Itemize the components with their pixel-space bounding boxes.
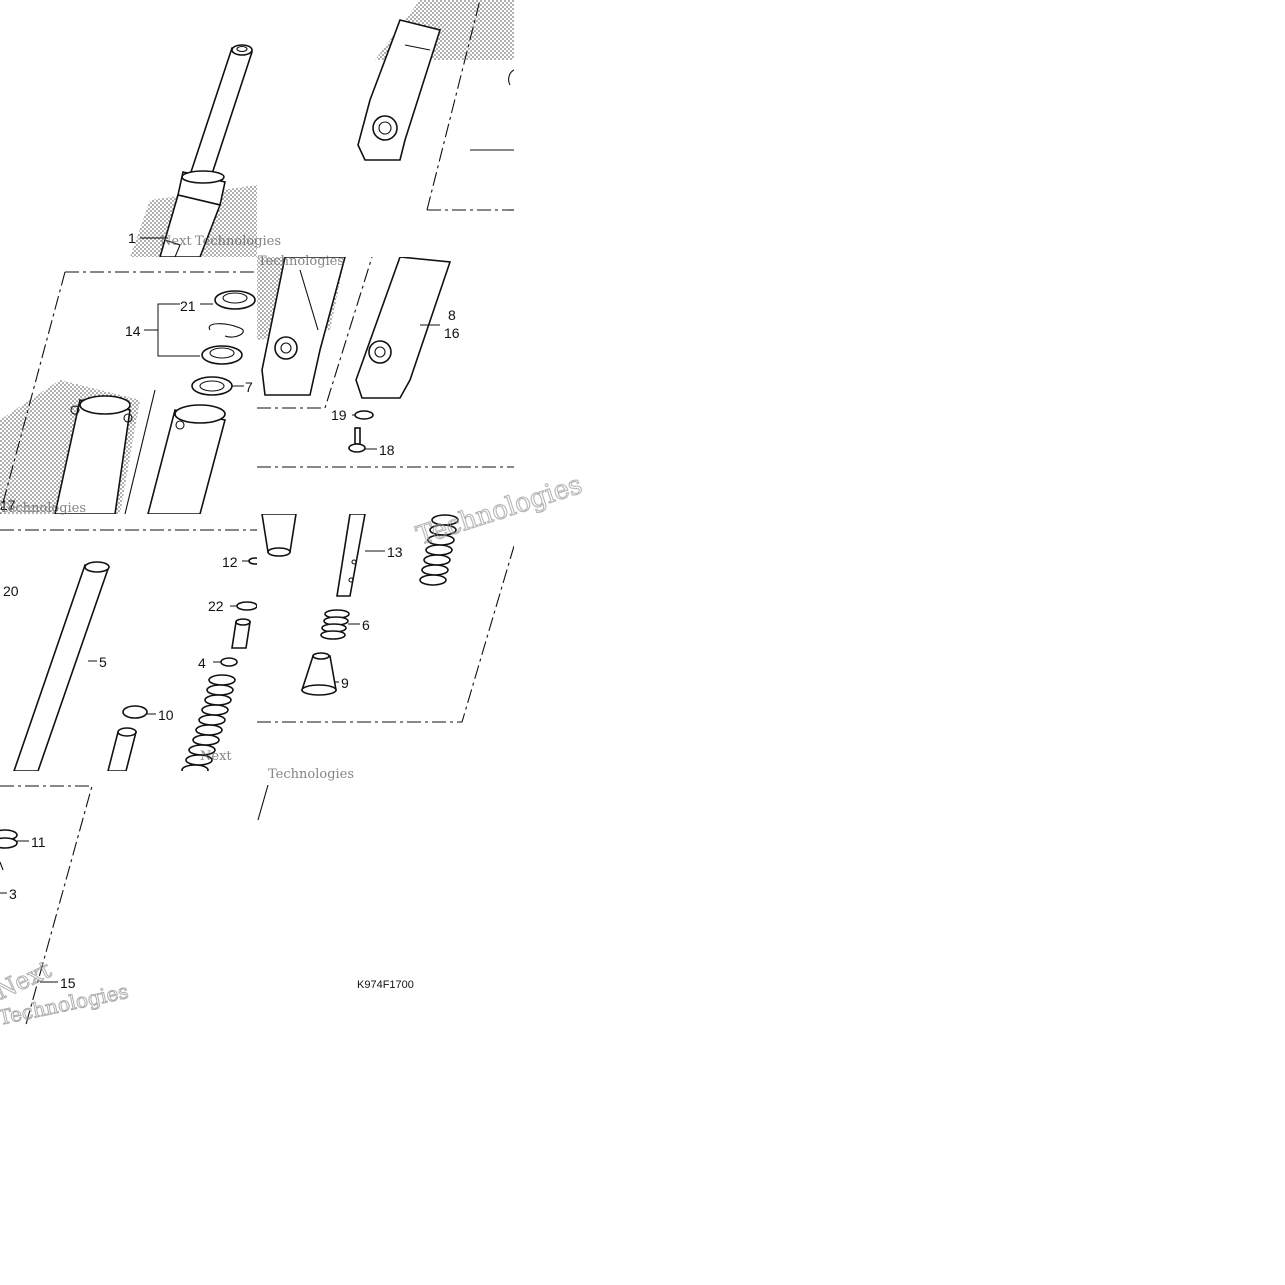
- callout-5: 5: [99, 654, 107, 670]
- callout-4: 4: [198, 655, 206, 671]
- callout-16: 16: [444, 325, 460, 341]
- drawing-code: K974F1700: [357, 979, 414, 991]
- callout-7: 7: [245, 379, 253, 395]
- callout-12: 12: [222, 554, 238, 570]
- tile-lower-left: [0, 529, 257, 771]
- svg-text:Next: Next: [160, 234, 192, 249]
- fork-spring-right: [419, 514, 459, 586]
- callout-19: 19: [331, 407, 347, 423]
- tile-middle-left: [0, 271, 257, 514]
- callout-18: 18: [379, 442, 395, 458]
- svg-text:Technologies: Technologies: [258, 254, 344, 269]
- callout-15: 15: [60, 975, 76, 991]
- callout-9: 9: [341, 675, 349, 691]
- callout-11: 11: [31, 834, 46, 850]
- callout-17: 17: [0, 497, 16, 513]
- tile-bottom-right: [257, 784, 269, 821]
- tile-top-right: [357, 0, 514, 211]
- callout-14: 14: [125, 323, 141, 339]
- tile-top-left: FR.: [130, 44, 315, 257]
- callout-10: 10: [158, 707, 174, 723]
- callout-22: 22: [208, 598, 224, 614]
- callout-8: 8: [448, 307, 456, 323]
- tile-middle-right: [257, 257, 514, 468]
- tile-lower-right: [257, 514, 514, 723]
- callout-20: 20: [3, 583, 19, 599]
- callout-13: 13: [387, 544, 403, 560]
- callout-1: 1: [128, 230, 136, 246]
- callout-6: 6: [362, 617, 370, 633]
- tile-bottom-left: [0, 785, 93, 1028]
- svg-text:Technologies: Technologies: [268, 767, 354, 782]
- fork-spring-left: [181, 674, 236, 771]
- front-direction-label: FR.: [287, 177, 315, 202]
- callout-3: 3: [9, 886, 17, 902]
- svg-text:Next: Next: [200, 749, 232, 764]
- svg-text:Technologies: Technologies: [195, 234, 281, 249]
- svg-text:Technologies: Technologies: [413, 470, 586, 552]
- svg-text:Technologies: Technologies: [0, 501, 86, 516]
- callout-21: 21: [180, 298, 196, 314]
